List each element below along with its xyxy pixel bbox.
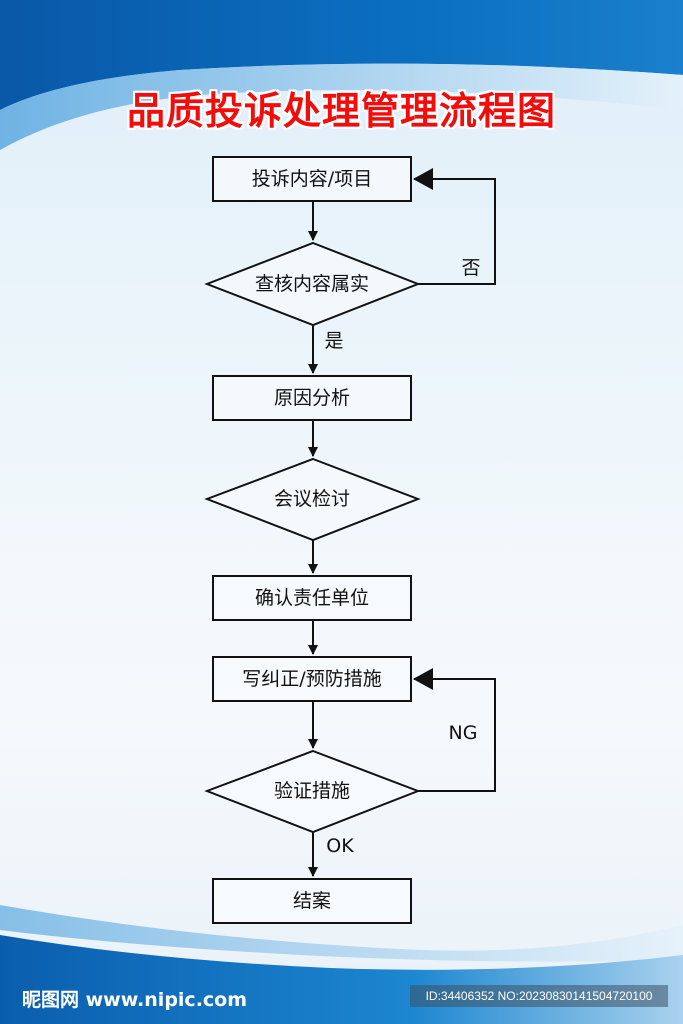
- watermark-logo: 昵图网 www.nipic.com: [22, 989, 248, 1011]
- watermark-id: ID:34406352 NO:20230830141504720100: [410, 985, 668, 1007]
- edge-label-no: 否: [461, 257, 480, 279]
- node-label-n8: 结案: [293, 890, 331, 912]
- edge-n7-n6: [413, 668, 496, 792]
- edge-label-yes: 是: [324, 330, 343, 352]
- footer-swoosh: [0, 905, 683, 962]
- node-shape-n6: [212, 656, 412, 702]
- node-shape-n3: [212, 375, 412, 421]
- node-label-n6: 写纠正/预防措施: [242, 668, 381, 690]
- node-label-n7: 验证措施: [274, 780, 350, 802]
- header-band: [0, 0, 683, 110]
- edge-n2-n1: [413, 168, 496, 285]
- node-shape-n5: [212, 575, 412, 621]
- node-label-n3: 原因分析: [274, 387, 350, 409]
- page-title: 品质投诉处理管理流程图: [126, 89, 556, 133]
- node-label-n5: 确认责任单位: [255, 587, 369, 609]
- header-swoosh: [0, 63, 683, 150]
- node-label-n4: 会议检讨: [274, 488, 350, 510]
- edge-label-ng: NG: [449, 722, 478, 744]
- node-shape-n8: [212, 878, 412, 924]
- node-label-n1: 投诉内容/项目: [252, 168, 372, 190]
- node-label-n2: 查核内容属实: [255, 273, 369, 295]
- edge-label-ok: OK: [326, 835, 354, 857]
